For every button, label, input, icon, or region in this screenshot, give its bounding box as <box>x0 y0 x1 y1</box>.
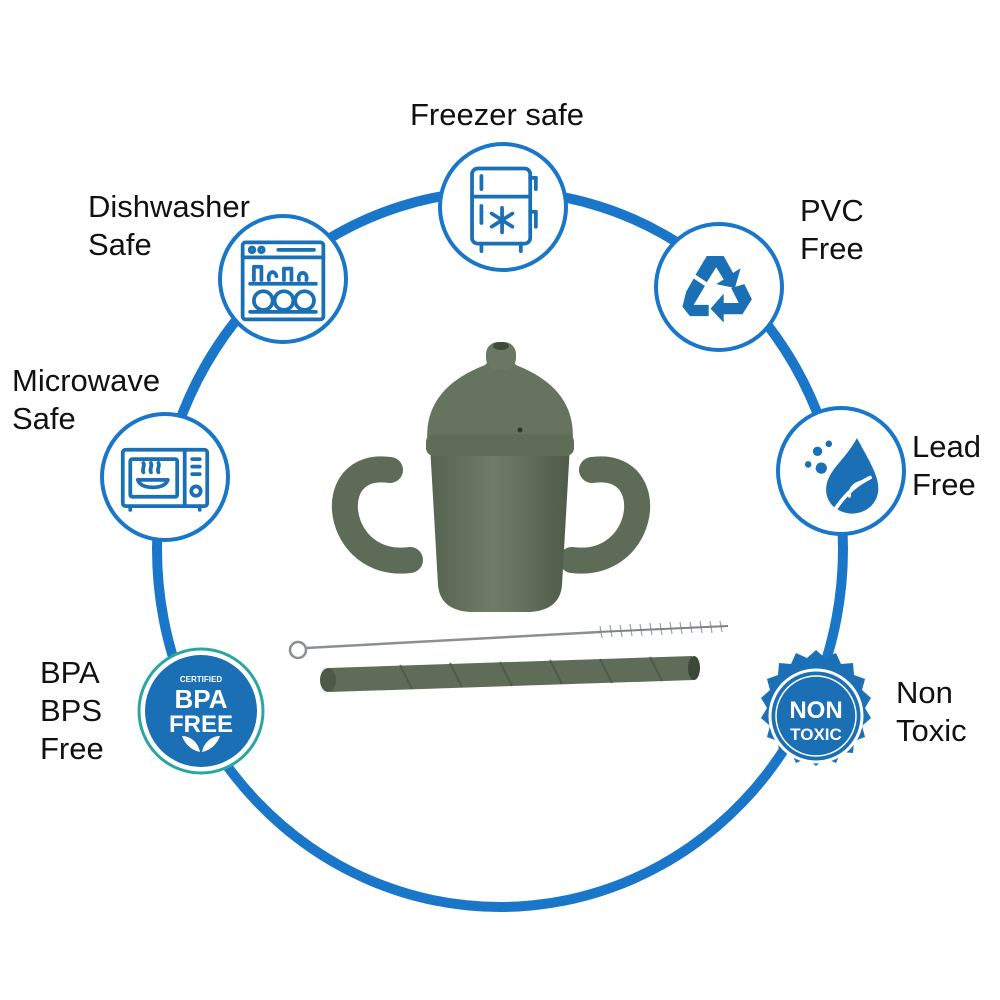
non-toxic-label: Non Toxic <box>896 675 967 748</box>
dishwasher-label: Dishwasher Safe <box>88 189 250 262</box>
seal-text-non: NON <box>789 697 842 724</box>
sippy-cup-product-image <box>288 342 729 692</box>
freezer-label: Freezer safe <box>410 97 585 132</box>
microwave-icon <box>120 447 210 512</box>
microwave-badge <box>100 412 230 542</box>
lead-free-badge <box>776 406 906 536</box>
seal-text-bpa: BPA <box>175 684 228 714</box>
seal-text-free: FREE <box>169 711 233 738</box>
microwave-label: Microwave Safe <box>12 363 161 436</box>
recycle-icon <box>682 256 752 323</box>
bpa-free-badge: CERTIFIED BPA FREE <box>136 646 266 776</box>
silicone-straw <box>320 656 700 692</box>
sippy-cup <box>332 342 650 612</box>
pvc-free-label: PVC Free <box>800 193 864 266</box>
dishwasher-badge <box>218 214 348 344</box>
pvc-free-badge <box>654 222 784 352</box>
bpa-free-label: BPA BPS Free <box>40 655 104 766</box>
non-toxic-seal-icon: NON TOXIC <box>761 650 871 766</box>
freezer-icon <box>470 166 538 253</box>
seal-text-certified: CERTIFIED <box>180 675 222 684</box>
dishwasher-icon <box>240 240 326 322</box>
lead-free-label: Lead Free <box>912 429 981 502</box>
leaf-icon <box>182 736 220 752</box>
non-toxic-badge: NON TOXIC <box>746 646 886 786</box>
bpa-free-seal-icon: CERTIFIED BPA FREE <box>137 647 265 775</box>
seal-text-toxic: TOXIC <box>790 725 842 744</box>
water-drop-icon <box>804 438 879 514</box>
freezer-badge <box>438 142 568 272</box>
cleaning-brush <box>288 620 729 660</box>
